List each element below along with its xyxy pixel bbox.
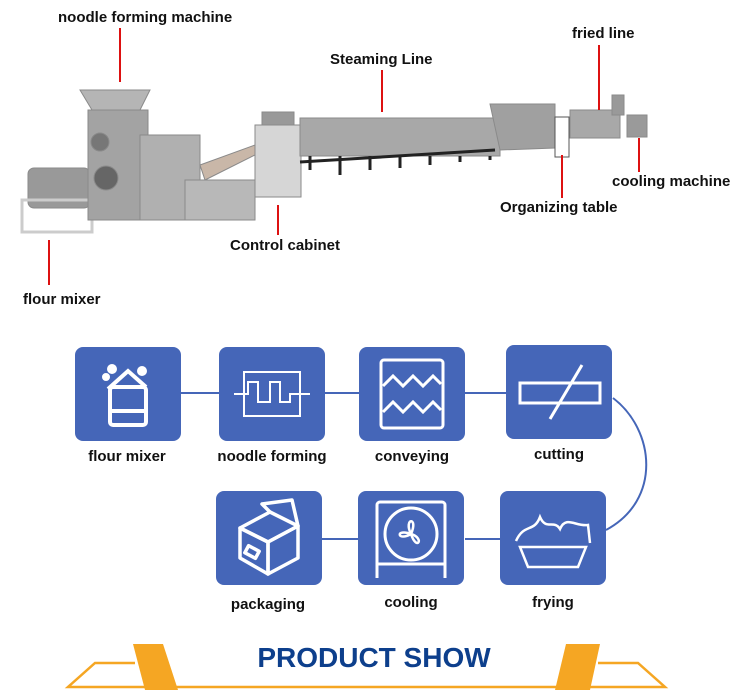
label-flour-mixer: flour mixer	[23, 291, 101, 308]
label-fried-line: fried line	[572, 25, 635, 42]
step-cutting	[506, 345, 612, 439]
step-label: cooling	[384, 594, 438, 611]
callout-line	[48, 240, 50, 285]
cutting-icon	[518, 364, 602, 420]
flow-arc-connector	[605, 397, 648, 531]
packaging-box-icon	[238, 498, 300, 576]
callout-line	[119, 28, 121, 82]
noodle-forming-icon	[234, 371, 310, 417]
callout-line	[277, 205, 279, 235]
label-organizing-table: Organizing table	[500, 199, 618, 216]
label-cooling-machine: cooling machine	[612, 173, 731, 190]
frying-icon	[514, 513, 592, 569]
step-label: flour mixer	[88, 448, 166, 465]
step-packaging	[216, 491, 322, 585]
production-line-illustration	[20, 89, 648, 234]
step-cooling	[358, 491, 464, 585]
flow-connector	[180, 392, 220, 394]
step-noodle-forming	[219, 347, 325, 441]
step-conveying	[359, 347, 465, 441]
callout-line	[598, 45, 600, 110]
banner-title: PRODUCT SHOW	[257, 642, 491, 673]
step-label: packaging	[230, 596, 306, 613]
label-noodle-forming-machine: noodle forming machine	[58, 9, 233, 26]
flow-connector	[325, 392, 360, 394]
flow-connector	[321, 538, 359, 540]
label-control-cabinet: Control cabinet	[230, 237, 341, 254]
callout-line	[638, 138, 640, 172]
flow-connector	[465, 392, 507, 394]
step-flour-mixer	[75, 347, 181, 441]
step-label: conveying	[374, 448, 450, 465]
step-label: cutting	[534, 446, 584, 463]
flow-connector	[465, 538, 501, 540]
label-steaming-line: Steaming Line	[330, 51, 433, 68]
cooling-fan-icon	[375, 500, 447, 578]
flour-mixer-icon	[102, 364, 148, 427]
conveying-icon	[379, 358, 445, 430]
step-label: frying	[532, 594, 574, 611]
banner-frame	[64, 644, 669, 690]
step-label: noodle forming	[217, 448, 327, 465]
step-frying	[500, 491, 606, 585]
callout-line	[561, 155, 563, 198]
callout-line	[381, 70, 383, 112]
